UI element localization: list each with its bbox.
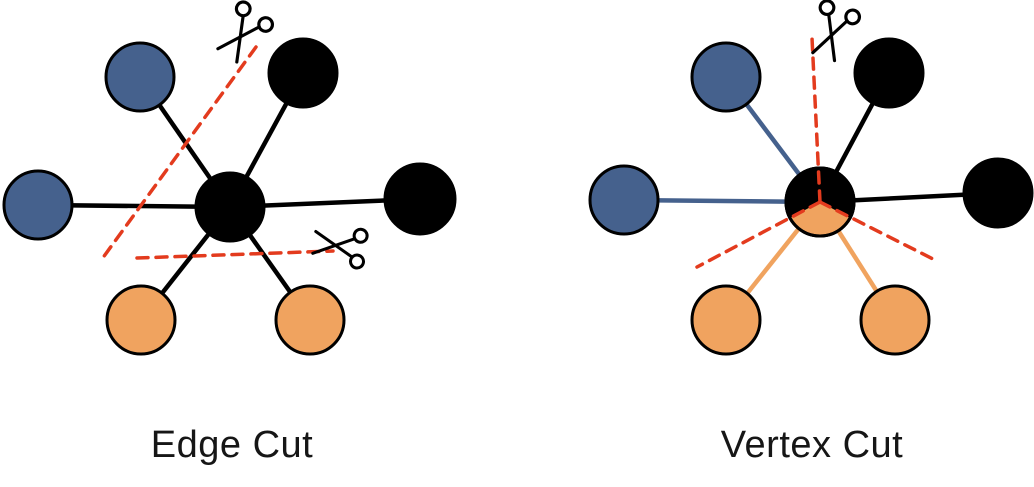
edge-cut-label: Edge Cut <box>150 424 314 466</box>
vertex-cut-black-node-right <box>962 157 1034 229</box>
edge-cut-scissors-icon-1 <box>311 227 369 270</box>
vertex-cut-center-node-outline <box>784 166 856 238</box>
vertex-cut-orange-node-bottom-right <box>859 284 931 356</box>
vertex-cut-orange-node-bottom-left <box>690 284 762 356</box>
vertex-cut-cut-line-1 <box>695 200 822 269</box>
edge-cut-scissors-icon-0 <box>216 0 275 64</box>
edge-cut-orange-node-bottom-right <box>274 284 346 356</box>
edge-cut-center-node <box>194 171 266 243</box>
edge-cut-cut-line-1 <box>135 249 335 260</box>
vertex-cut-center-node-orange-wedge <box>791 202 849 235</box>
vertex-cut-cut-line-2 <box>818 200 935 261</box>
vertex-cut-cut-line-0 <box>810 36 822 204</box>
vertex-cut-black-node-top-right <box>853 37 925 109</box>
edge-cut-orange-node-bottom-left <box>105 284 177 356</box>
vertex-cut-graph <box>588 0 1034 356</box>
vertex-cut-scissors-icon-0 <box>811 0 862 63</box>
vertex-cut-label: Vertex Cut <box>720 424 904 466</box>
edge-cut-cut-line-0 <box>100 45 258 261</box>
edge-cut-black-node-right <box>383 162 457 236</box>
edge-cut-blue-node-top-left <box>104 41 176 113</box>
edge-cut-blue-node-left <box>2 169 74 241</box>
edge-cut-graph <box>2 0 457 356</box>
vertex-cut-blue-node-top-left <box>690 41 762 113</box>
edge-cut-black-node-top-right <box>267 37 339 109</box>
vertex-cut-blue-node-left <box>588 164 660 236</box>
